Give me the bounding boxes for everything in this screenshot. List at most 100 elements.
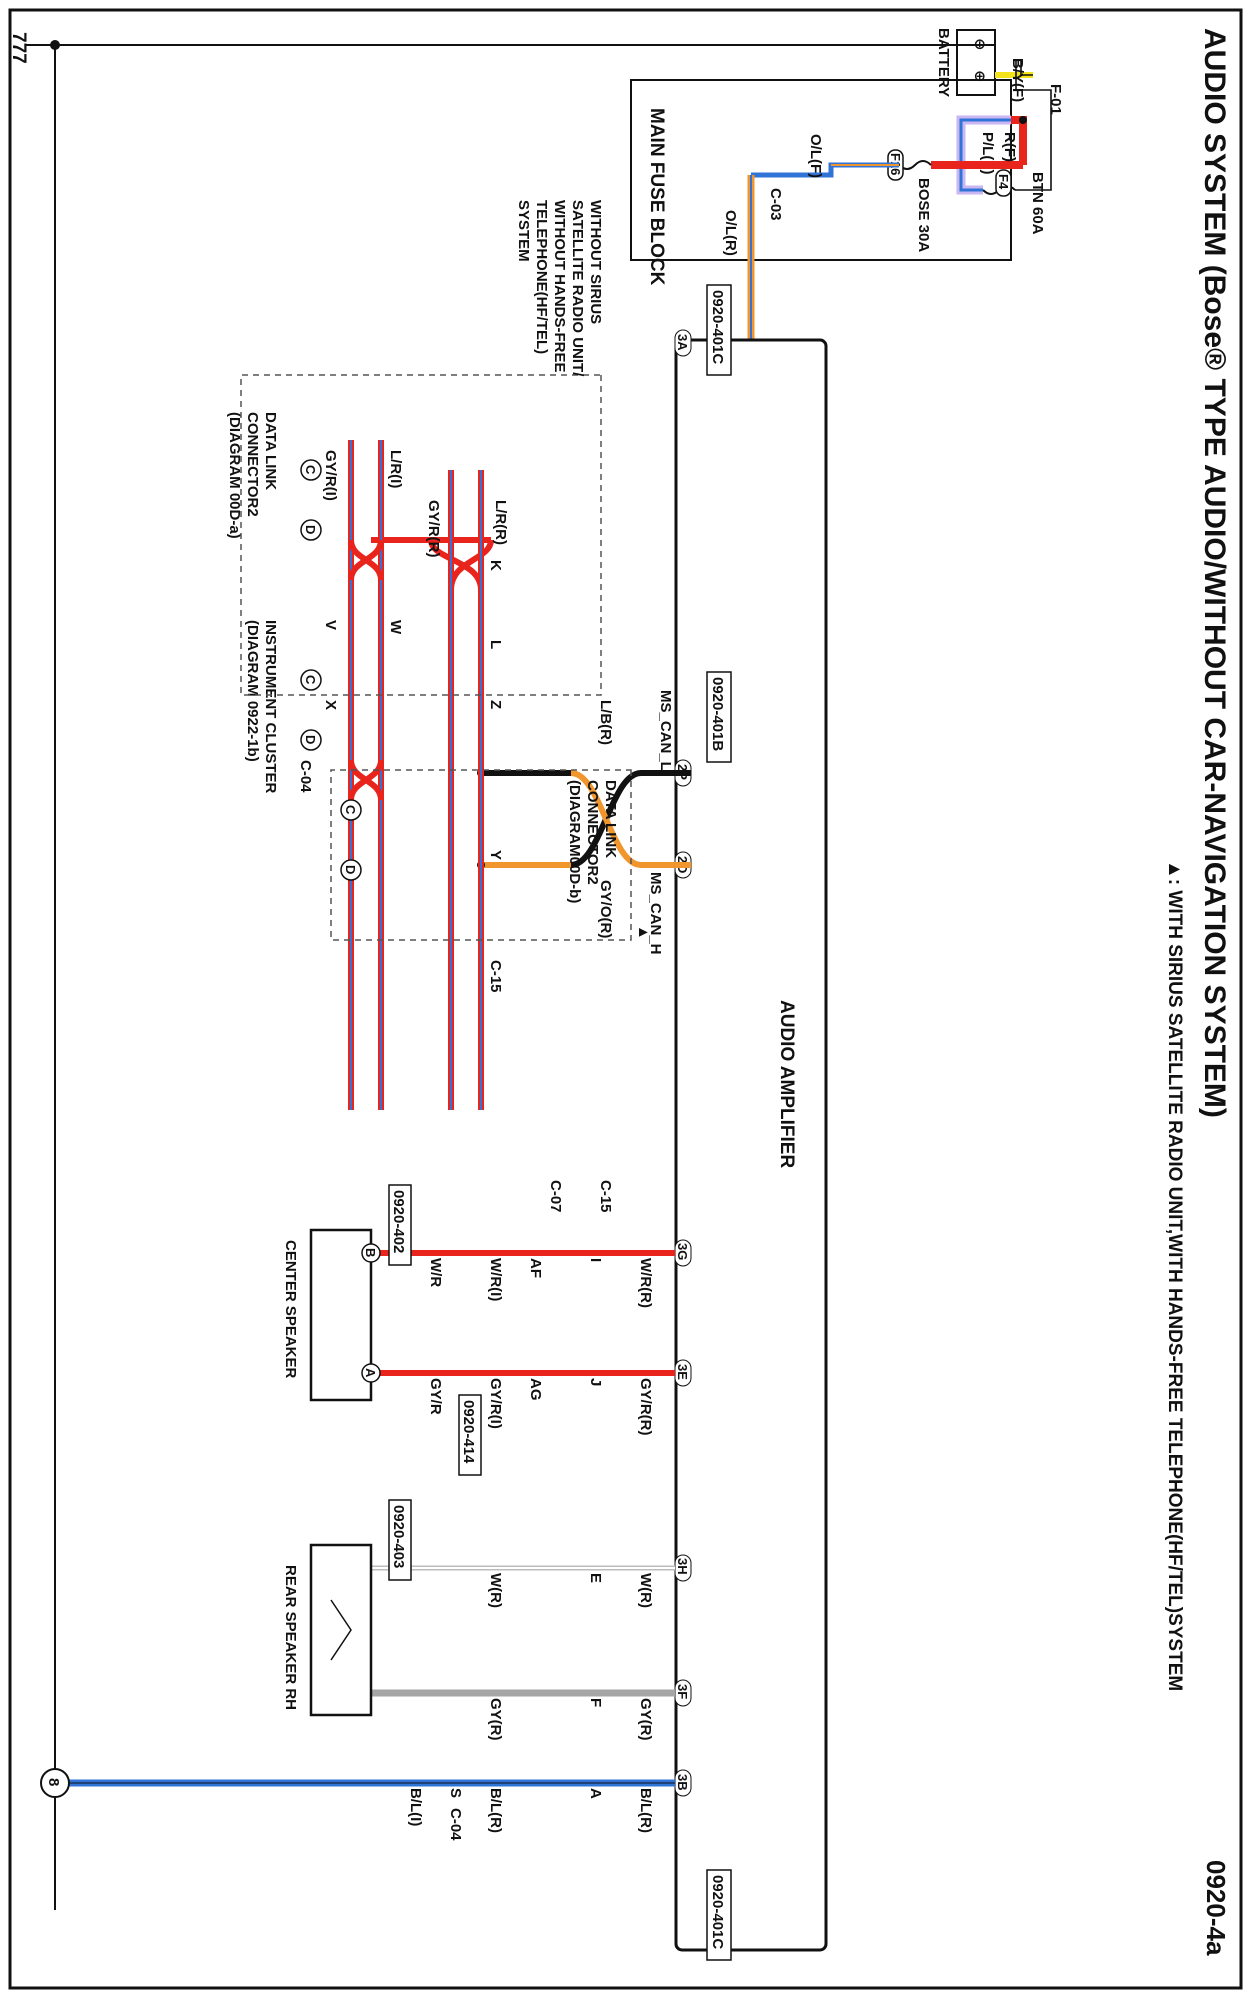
fuse-bose-30a xyxy=(898,160,932,170)
svg-text:3B: 3B xyxy=(675,1774,690,1791)
ms-can-l-label: MS_CAN_L xyxy=(657,690,674,771)
svg-text:GY/O(R): GY/O(R) xyxy=(597,880,614,938)
ground-symbol: 777 xyxy=(8,32,29,64)
svg-text:L/B(R): L/B(R) xyxy=(597,700,614,745)
page-title: AUDIO SYSTEM (Bose® TYPE AUDIO/WITHOUT C… xyxy=(1198,28,1231,1118)
main-fuse-block xyxy=(630,79,1012,261)
svg-text:GY/R(I): GY/R(I) xyxy=(487,1378,504,1429)
svg-text:R(F): R(F) xyxy=(1001,132,1018,162)
svg-text:W(R): W(R) xyxy=(487,1573,504,1608)
cluster-label: INSTRUMENT CLUSTER (DIAGRAM 0922-1b) xyxy=(244,620,279,793)
svg-text:BOSE 30A: BOSE 30A xyxy=(915,178,932,252)
svg-text:GY/R(R): GY/R(R) xyxy=(637,1378,654,1436)
svg-text:A: A xyxy=(363,1368,378,1378)
svg-text:8: 8 xyxy=(45,1778,62,1786)
svg-text:SATELLITE RADIO UNIT/: SATELLITE RADIO UNIT/ xyxy=(569,200,586,377)
wire-btn-feed xyxy=(1015,59,1052,191)
svg-text:V: V xyxy=(322,620,339,630)
svg-text:L/R(R): L/R(R) xyxy=(492,500,509,545)
svg-text:CONNECTOR2: CONNECTOR2 xyxy=(244,412,261,517)
svg-text:AF: AF xyxy=(527,1258,544,1278)
dlc-b-label: DATA LINK CONNECTOR2 (DIAGRAM00D-b) xyxy=(566,780,619,903)
svg-text:J: J xyxy=(587,1378,604,1386)
svg-text:L: L xyxy=(487,640,504,649)
connector-0920-403: 0920-403 xyxy=(388,1499,412,1581)
ground-rail: 777 xyxy=(8,32,60,1910)
page-border xyxy=(8,8,1243,1990)
battery: ⊖ ⊕ BATTERY xyxy=(935,28,996,97)
svg-text:BATTERY: BATTERY xyxy=(935,28,952,97)
svg-text:L/R(I): L/R(I) xyxy=(387,450,404,488)
svg-text:Z: Z xyxy=(487,700,504,709)
wire-o-l-f xyxy=(751,162,899,178)
can-left-group xyxy=(448,470,484,590)
svg-text:C: C xyxy=(343,805,358,815)
svg-text:C: C xyxy=(303,465,318,475)
svg-text:0920-401B: 0920-401B xyxy=(709,677,726,751)
pin-3b: 3B xyxy=(674,1769,692,1797)
rear-speaker-rh: REAR SPEAKER RH xyxy=(282,1543,373,1717)
page-code: 0920-4a xyxy=(1201,1860,1231,1956)
svg-text:B/L(I): B/L(I) xyxy=(407,1788,424,1826)
option-marker: ▲ xyxy=(635,925,652,940)
svg-text:A: A xyxy=(587,1788,604,1799)
svg-text:3A: 3A xyxy=(675,334,690,351)
svg-text:TELEPHONE(HF/TEL): TELEPHONE(HF/TEL) xyxy=(533,200,550,354)
svg-text:(DIAGRAM 0922-1b): (DIAGRAM 0922-1b) xyxy=(244,620,261,762)
svg-text:C-15: C-15 xyxy=(597,1180,614,1213)
center-speaker-label: CENTER SPEAKER xyxy=(282,1240,299,1379)
without-note: WITHOUT SIRIUS SATELLITE RADIO UNIT/ WIT… xyxy=(515,200,604,377)
svg-text:S: S xyxy=(447,1788,464,1798)
svg-text:GY/R(I): GY/R(I) xyxy=(322,450,339,501)
svg-text:E: E xyxy=(587,1573,604,1583)
svg-text:Y: Y xyxy=(487,850,504,860)
cluster-connector: C D xyxy=(300,669,322,751)
svg-text:0920-401C: 0920-401C xyxy=(709,290,726,364)
svg-text:0920-414: 0920-414 xyxy=(460,1400,477,1464)
connector-0920-401c-bottom: 0920-401C xyxy=(706,1869,732,1961)
svg-text:0920-402: 0920-402 xyxy=(390,1190,407,1253)
main-fuse-block-label: MAIN FUSE BLOCK xyxy=(646,108,667,286)
ms-can-h-label: MS_CAN_H xyxy=(647,872,664,955)
svg-text:CONNECTOR2: CONNECTOR2 xyxy=(584,780,601,885)
svg-text:C-04: C-04 xyxy=(297,760,314,793)
connector-0920-401b: 0920-401B xyxy=(706,671,732,763)
svg-text:(DIAGRAM00D-b): (DIAGRAM00D-b) xyxy=(566,780,583,903)
center-speaker-wires xyxy=(371,1250,675,1376)
connector-0920-402: 0920-402 xyxy=(388,1184,412,1266)
dlc-a-connector: C D xyxy=(300,459,322,541)
svg-text:3G: 3G xyxy=(675,1243,690,1260)
svg-text:D: D xyxy=(343,865,358,874)
without-option-box xyxy=(240,374,602,696)
svg-text:W: W xyxy=(387,620,404,635)
option-note: ▲: WITH SIRIUS SATELLITE RADIO UNIT,WITH… xyxy=(1164,860,1185,1691)
connector-0920-414: 0920-414 xyxy=(458,1394,482,1476)
svg-text:W/R: W/R xyxy=(427,1258,444,1287)
svg-text:WITHOUT SIRIUS: WITHOUT SIRIUS xyxy=(587,200,604,324)
pin-3g: 3G xyxy=(674,1239,692,1267)
svg-text:W/R(R): W/R(R) xyxy=(637,1258,654,1308)
svg-text:DATA LINK: DATA LINK xyxy=(602,780,619,858)
can-lower-rails xyxy=(348,440,384,1110)
svg-text:(DIAGRAM 00D-a): (DIAGRAM 00D-a) xyxy=(226,412,243,539)
svg-text:W(R): W(R) xyxy=(637,1573,654,1608)
dlc-a-label: DATA LINK CONNECTOR2 (DIAGRAM 00D-a) xyxy=(226,412,279,539)
audio-amplifier xyxy=(674,338,828,1952)
svg-text:O/L(F): O/L(F) xyxy=(807,134,824,178)
rear-speaker-label: REAR SPEAKER RH xyxy=(282,1565,299,1710)
svg-text:GY/R(R): GY/R(R) xyxy=(425,500,442,558)
svg-text:3F: 3F xyxy=(675,1684,690,1699)
svg-text:B: B xyxy=(363,1248,378,1257)
svg-text:AG: AG xyxy=(527,1378,544,1401)
svg-text:GY/R: GY/R xyxy=(427,1378,444,1415)
svg-text:DATA LINK: DATA LINK xyxy=(262,412,279,490)
svg-text:O/L(R): O/L(R) xyxy=(722,210,739,256)
svg-text:BTN 60A: BTN 60A xyxy=(1029,172,1046,235)
svg-text:F: F xyxy=(587,1698,604,1707)
svg-text:3H: 3H xyxy=(675,1558,690,1575)
svg-text:0920-401C: 0920-401C xyxy=(709,1875,726,1949)
svg-text:F4: F4 xyxy=(996,174,1011,190)
svg-text:B/L(R): B/L(R) xyxy=(637,1788,654,1833)
svg-text:C: C xyxy=(303,675,318,685)
